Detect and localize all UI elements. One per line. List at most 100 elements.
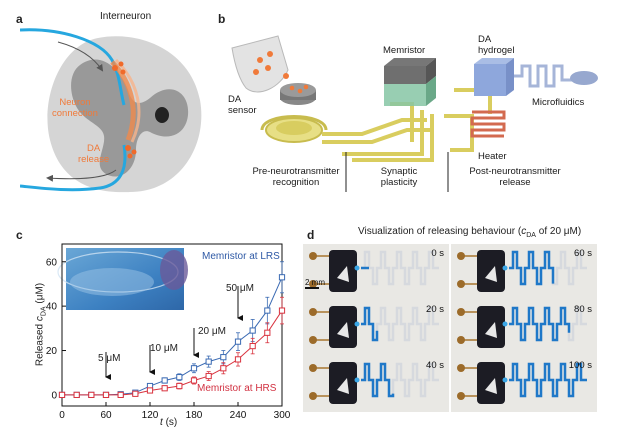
da-hydrogel-label: DA hydrogel: [478, 34, 515, 56]
panel-a-label: a: [16, 12, 23, 26]
time-label: 0 s: [431, 248, 444, 259]
data-point: [132, 390, 139, 397]
y-tick-label: 0: [51, 390, 57, 401]
data-point: [249, 342, 256, 350]
electrode-pad: [309, 252, 317, 260]
panel-d-label: d: [307, 228, 315, 242]
data-point: [249, 327, 256, 334]
x-tick-label: 60: [100, 410, 112, 421]
input-arrow: [57, 41, 104, 72]
photo-drawing: [309, 362, 439, 404]
data-point: [234, 356, 242, 363]
scale-bar: 2 mm: [305, 278, 325, 289]
electrode-pad: [457, 336, 465, 344]
y-tick-label: 20: [46, 346, 58, 357]
photo-drawing: [309, 306, 439, 348]
electrode-pad: [309, 392, 317, 400]
x-tick-label: 0: [59, 410, 65, 421]
x-tick-label: 240: [230, 410, 247, 421]
data-point: [161, 385, 168, 392]
x-tick-label: 120: [142, 410, 159, 421]
time-label: 100 s: [568, 360, 592, 371]
microfluidic-channel: [514, 64, 574, 88]
data-point: [88, 391, 95, 399]
central-canal: [155, 107, 169, 123]
x-axis-label: t (s): [160, 417, 178, 428]
released-fluid: [509, 306, 587, 342]
input-axon: [20, 28, 126, 106]
data-point: [176, 382, 183, 390]
electrode-pad: [457, 252, 465, 260]
microfluidic-reservoir: [570, 71, 598, 85]
data-point: [220, 365, 227, 372]
panel-d-title: Visualization of releasing behaviour (cD…: [358, 226, 582, 239]
data-point: [161, 377, 168, 384]
chart-marks: [58, 261, 286, 399]
data-point: [73, 391, 80, 399]
release-photo: 100 s: [451, 356, 597, 412]
data-point: [176, 374, 183, 381]
time-label: 40 s: [426, 360, 444, 371]
data-point: [278, 274, 286, 281]
neuron-connection-label: Neuron connection: [52, 97, 98, 119]
panel-c-label: c: [16, 228, 23, 242]
data-point: [264, 307, 271, 314]
electrode-pad: [309, 364, 317, 372]
x-tick-label: 180: [186, 410, 203, 421]
heater-label: Heater: [478, 151, 507, 162]
annotation-10um: 10 μM: [150, 343, 178, 354]
release-photo: 20 s: [303, 300, 449, 356]
pre-neurotransmitter-label: Pre-neurotransmitter recognition: [252, 166, 340, 188]
data-point: [190, 377, 198, 384]
data-point: [117, 391, 124, 399]
electrode-pad: [457, 280, 465, 288]
electrode-pad: [309, 336, 317, 344]
photo-drawing: [309, 250, 439, 292]
heater-coil: [470, 110, 506, 138]
electrode-pad: [457, 364, 465, 372]
spinal-cord-diagram: [20, 28, 202, 193]
data-point: [190, 365, 198, 372]
grey-matter: [71, 59, 189, 177]
interneuron-label: Interneuron: [100, 11, 152, 22]
electrode-pad: [309, 280, 317, 288]
y-axis-label: Released cDA (μM): [34, 282, 48, 367]
legend-lrs: Memristor at LRS: [202, 251, 280, 262]
y-tick-label: 60: [46, 257, 58, 268]
data-point: [220, 354, 227, 361]
da-hydrogel-cube: [474, 58, 514, 96]
output-axon: [20, 144, 127, 192]
x-tick-label: 300: [274, 410, 291, 421]
release-photo: 40 s: [303, 356, 449, 412]
released-fluid: [361, 306, 439, 342]
data-point: [205, 372, 212, 380]
electrode-pad: [309, 308, 317, 316]
data-point: [58, 391, 66, 399]
data-point: [278, 307, 286, 314]
device-schematic: [231, 35, 598, 192]
release-photo: 0 s 2 mm: [303, 244, 449, 300]
data-point: [205, 358, 212, 365]
released-fluid: [509, 250, 587, 286]
time-label: 60 s: [574, 248, 592, 259]
legend-hrs: Memristor at HRS: [197, 383, 277, 394]
da-sensor-label: DA sensor: [228, 94, 257, 116]
inset-photo: [57, 248, 188, 310]
series-line: [62, 310, 283, 396]
memristor-label: Memristor: [383, 45, 426, 56]
post-neurotransmitter-label: Post-neurotransmitter release: [469, 166, 561, 188]
plot-frame: [61, 243, 283, 407]
channel-outline: [361, 250, 439, 286]
annotation-20um: 20 μM: [198, 326, 226, 337]
da-release-label: DA release: [78, 143, 110, 165]
electrode-pad: [457, 392, 465, 400]
time-label: 80 s: [574, 304, 592, 315]
vesicle-bottom: [125, 145, 131, 151]
released-fluid: [509, 362, 587, 398]
series-hrs: [58, 296, 286, 399]
data-point: [264, 329, 271, 336]
photo-drawing: [457, 306, 587, 348]
time-label: 20 s: [426, 304, 444, 315]
data-point: [146, 387, 154, 394]
